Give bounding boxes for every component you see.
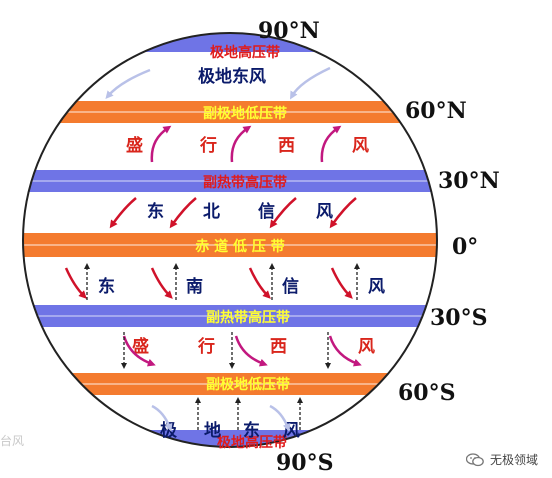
se-trades-char-1: 东 [98,276,115,297]
se-trades-char-2: 南 [186,276,203,297]
wind-arrow [122,335,156,367]
westerlies-north-char-3: 西 [278,136,295,156]
subtropical-high-label-south: 副热带高压带 [206,309,290,326]
wind-arrow [320,125,342,163]
westerlies-south-char-1: 盛 [132,336,149,357]
subpolar-low-label-south: 副极地低压带 [206,376,290,393]
ne-trades-char-1: 东 [147,201,164,222]
wind-arrow [248,267,271,299]
wind-arrow [269,404,291,432]
pressure-bands [23,33,437,447]
source-watermark: 无极领域 [465,451,538,468]
latitude-60n: 60°N [405,98,467,124]
wind-arrow [150,267,173,299]
watermark-text: 无极领域 [489,453,538,467]
subpolar-low-label-north: 副极地低压带 [203,105,287,122]
wind-arrow [109,197,137,229]
subtropical-high-label-north: 副热带高压带 [203,174,287,191]
se-trades-char-3: 信 [282,276,299,297]
latitude-30n: 30°N [438,168,500,194]
wind-arrow [150,125,172,163]
latitude-90n: 90°N [258,18,320,44]
wind-arrow [151,404,173,432]
polar-easterly-south-char-3: 东 [243,420,260,441]
wind-arrow [330,267,353,299]
wind-arrow [329,197,357,229]
globe-outline [22,32,438,448]
polar-high-label-north: 极地高压带 [210,44,280,61]
latitude-60s: 60°S [398,380,456,406]
wind-arrow [230,125,252,163]
wind-arrow [269,197,297,229]
ne-trades-char-4: 风 [316,202,333,222]
wind-arrow [234,335,268,367]
equatorial-low-label: 赤 道 低 压 带 [195,238,285,255]
wechat-icon [465,452,484,466]
wind-arrow [290,66,331,100]
wind-arrow [328,335,362,367]
westerlies-south-char-3: 西 [270,337,287,357]
westerlies-north-char-2: 行 [199,135,217,156]
latitude-30s: 30°S [430,305,488,331]
polar-easterly-north-label: 极地东风 [198,66,266,87]
latitude-90s: 90°S [276,450,334,476]
corner-watermark: 台风 [0,434,25,448]
westerlies-north-char-4: 风 [352,136,369,156]
westerlies-north-char-1: 盛 [126,135,143,156]
polar-high-label-south: 极地高压带 [217,434,287,451]
latitude-equator: 0° [452,234,478,260]
wind-arrow [105,68,151,100]
wind-arrow [169,197,197,229]
wind-arrow [64,267,87,299]
westerlies-south-char-4: 风 [358,337,375,357]
polar-easterly-south-char-2: 地 [204,420,221,441]
se-trades-char-4: 风 [368,277,385,297]
westerlies-south-char-2: 行 [197,336,215,357]
ne-trades-char-2: 北 [203,202,220,222]
ne-trades-char-3: 信 [258,201,275,222]
